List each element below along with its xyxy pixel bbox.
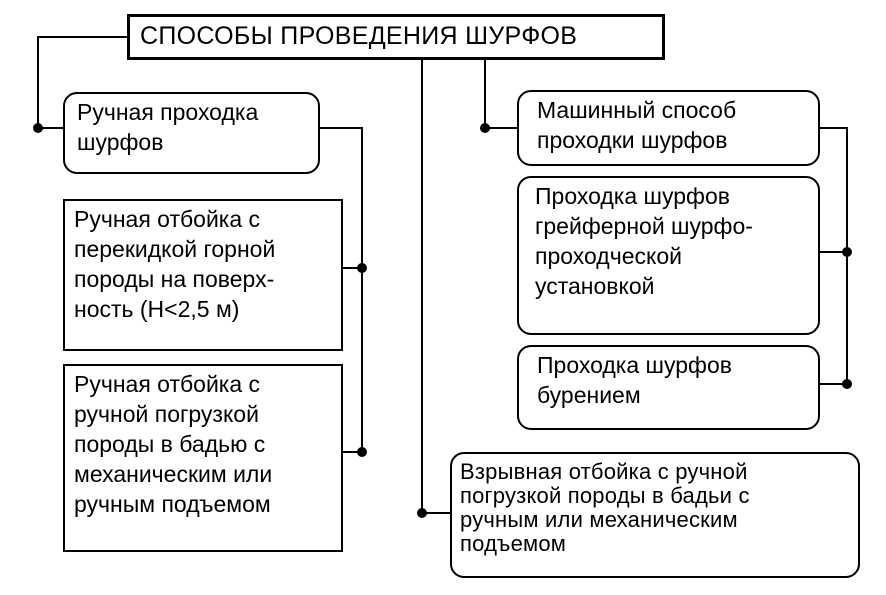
node-manual-sinking: Ручная проходка шурфов <box>63 92 320 174</box>
node-drilling: Проходка шурфов бурением <box>517 345 820 430</box>
connector-title-to-blast <box>421 60 450 514</box>
junction-dot-blast <box>417 508 427 518</box>
connector-title-to-manual <box>37 36 127 129</box>
junction-dot-grab <box>842 247 852 257</box>
junction-dot-load <box>357 447 367 457</box>
junction-dot-throw <box>357 263 367 273</box>
node-machine-method: Машинный способ проходки шурфов <box>517 90 820 166</box>
node-blasting: Взрывная отбойка с ручной погрузкой поро… <box>450 452 860 578</box>
connector-machine-bracket <box>820 127 848 385</box>
connector-title-to-machine <box>484 60 517 129</box>
junction-dot-manual <box>33 123 43 133</box>
node-manual-throw: Ручная отбойка с перекидкой горной пород… <box>63 199 343 351</box>
junction-dot-drill <box>842 379 852 389</box>
node-grab-installation: Проходка шурфов грейферной шурфо- проход… <box>517 176 820 335</box>
connector-manual-bracket <box>320 127 363 453</box>
diagram-title-box: СПОСОБЫ ПРОВЕДЕНИЯ ШУРФОВ <box>127 14 665 60</box>
junction-dot-machine <box>480 123 490 133</box>
node-manual-load: Ручная отбойка с ручной погрузкой породы… <box>63 364 343 552</box>
